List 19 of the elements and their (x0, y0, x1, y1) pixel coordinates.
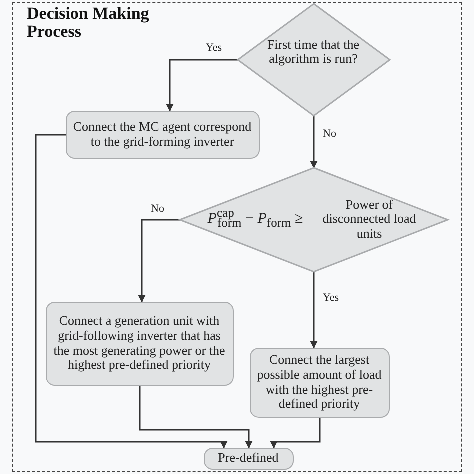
edge-label: Yes (205, 42, 224, 54)
edge-label: No (322, 128, 338, 140)
process-box: Pre-defined (204, 448, 294, 470)
process-box: Connect the largest possible amount of load with the highest pre-defined priority (250, 348, 390, 418)
arrow (138, 219, 180, 303)
arrow (270, 418, 321, 449)
diagram-heading: Decision Making Process (27, 5, 150, 41)
arrow (139, 386, 253, 449)
formula-text: P$^{cap}$$_{form}$ − P$_{form}$ ≥ (206, 206, 304, 230)
arrow (310, 272, 318, 349)
process-box: Connect the MC agent correspond to the grid-forming inverter (66, 110, 260, 158)
edge-label: Yes (322, 292, 340, 304)
decision-text: First time that the algorithm is run? (266, 38, 361, 67)
arrow (310, 116, 318, 169)
arrow (166, 59, 238, 112)
edge-label: No (150, 203, 166, 216)
decision-text: Power of disconnected load units (322, 198, 418, 242)
process-box: Connect a generation unit with grid-following inverter that has the most generating power or the highest pre-defined priority (46, 302, 234, 386)
arrow (35, 134, 228, 449)
